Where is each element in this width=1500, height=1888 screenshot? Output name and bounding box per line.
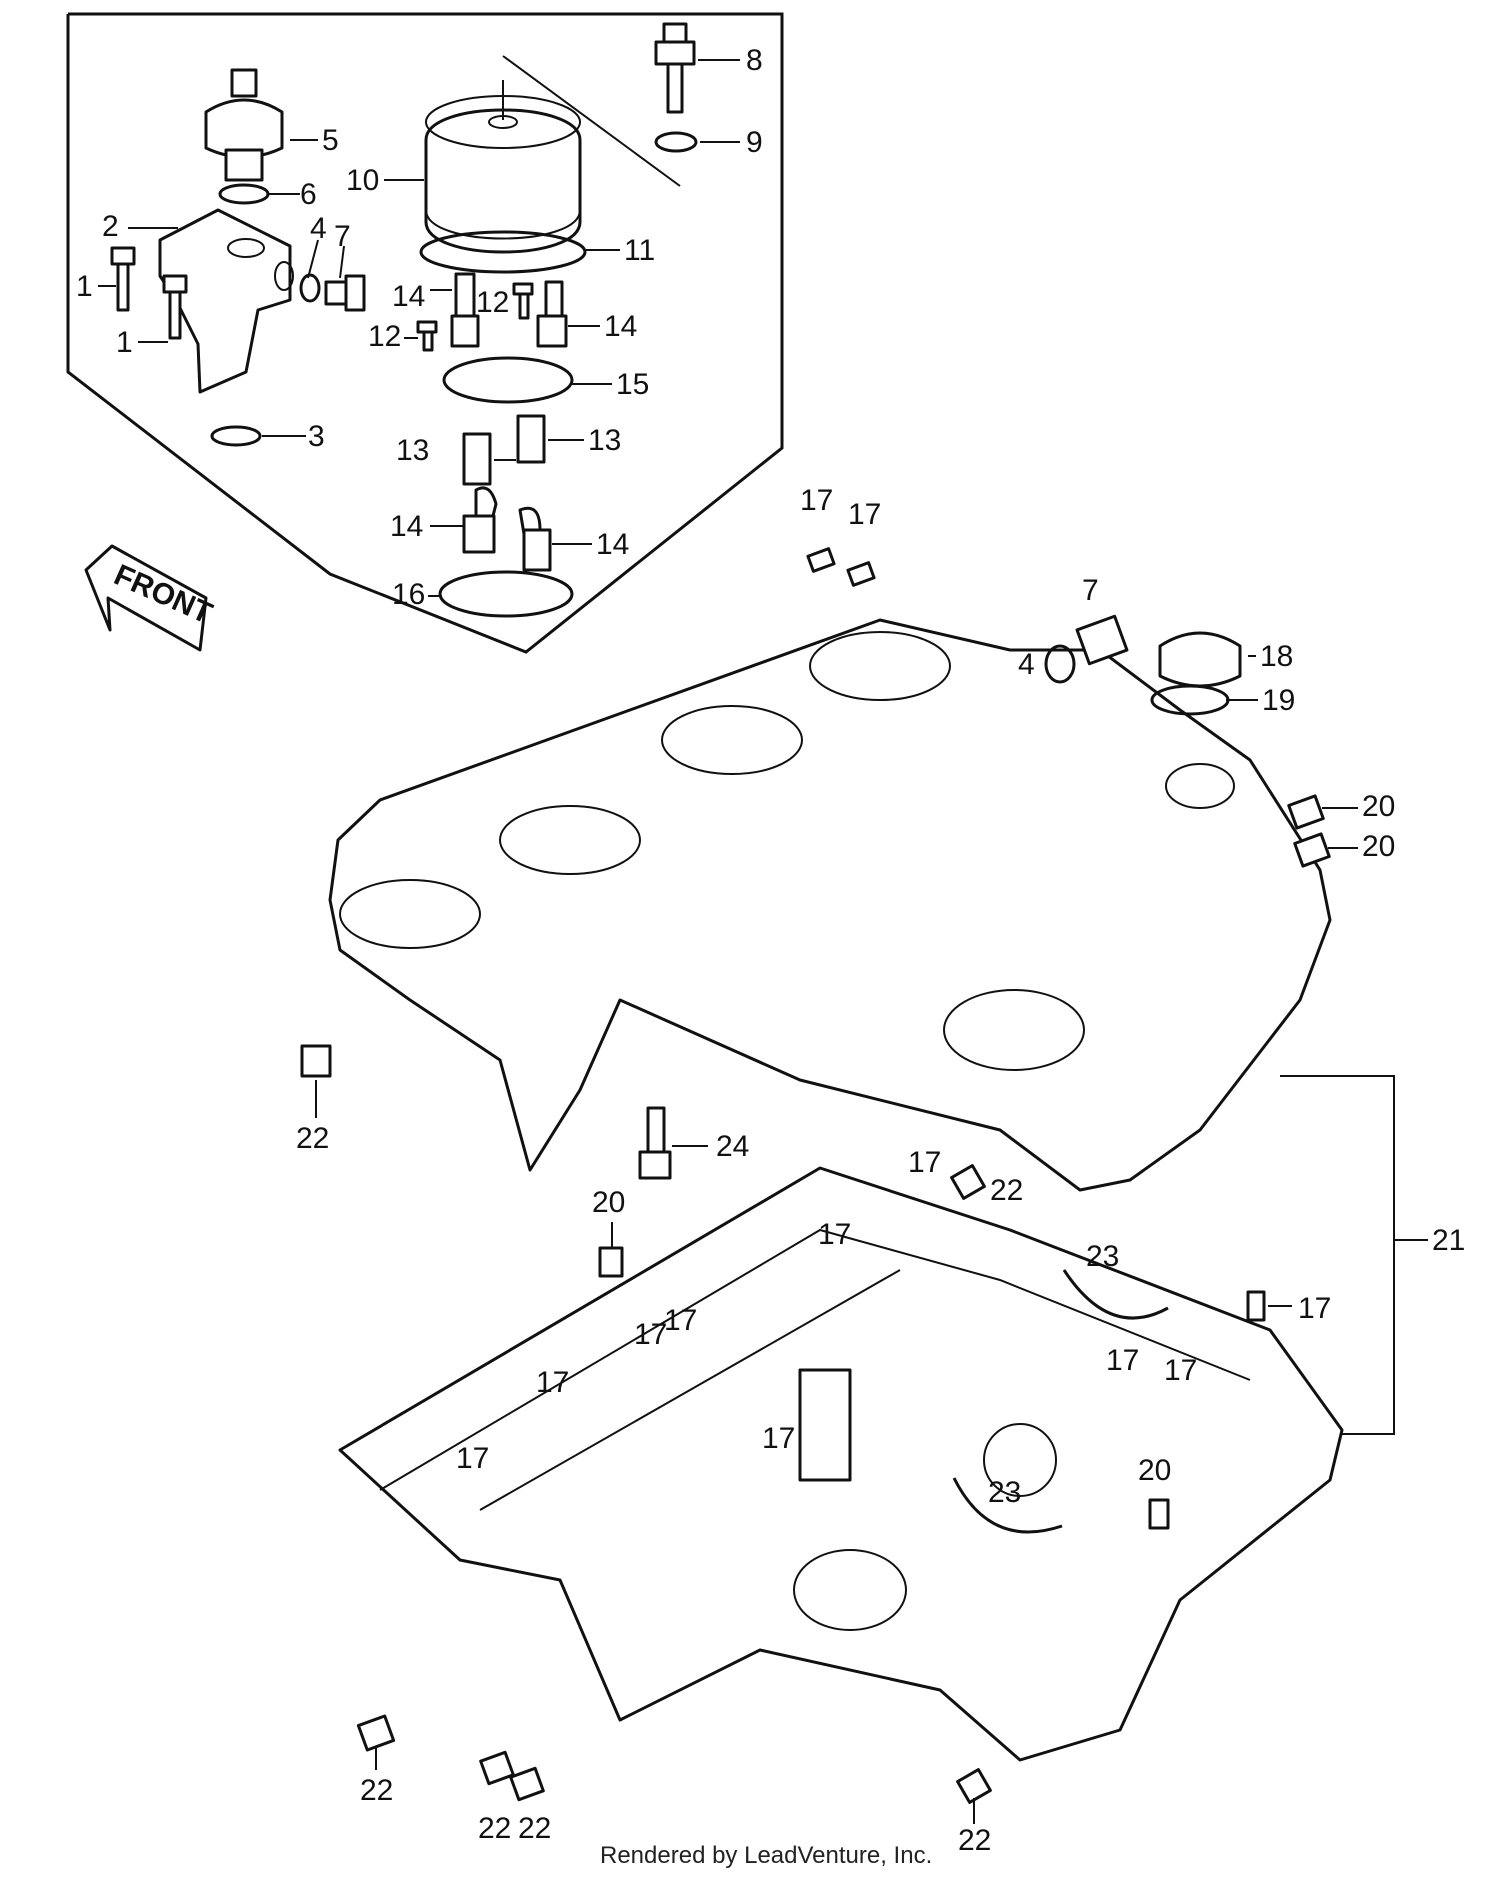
part-1-bolt-upper bbox=[110, 246, 136, 312]
callout-17: 17 bbox=[1106, 1344, 1139, 1377]
part-4-gasket bbox=[299, 273, 321, 303]
callout-16: 16 bbox=[392, 578, 425, 611]
callout-17: 17 bbox=[908, 1146, 941, 1179]
callout-17: 17 bbox=[456, 1442, 489, 1475]
part-23-bearing-upper bbox=[1062, 1269, 1169, 1320]
callout-17: 17 bbox=[664, 1304, 697, 1337]
callout-7: 7 bbox=[1082, 574, 1099, 607]
callout-4: 4 bbox=[310, 212, 327, 245]
part-23-bearing-lower bbox=[952, 1477, 1063, 1534]
part-13-pipe-left bbox=[462, 432, 492, 486]
part-12-screw-lower bbox=[416, 320, 438, 352]
callout-22: 22 bbox=[478, 1812, 511, 1845]
callout-20: 20 bbox=[1362, 830, 1395, 863]
part-10-oil-filter bbox=[424, 95, 582, 254]
callout-14: 14 bbox=[604, 310, 637, 343]
callout-3: 3 bbox=[308, 420, 325, 453]
part-8-bleed-bolt bbox=[654, 22, 696, 114]
part-11-o-ring bbox=[419, 230, 587, 274]
part-21-bracket bbox=[1280, 1075, 1395, 1435]
oil-filter-inset bbox=[66, 12, 784, 654]
callout-8: 8 bbox=[746, 44, 763, 77]
callout-13: 13 bbox=[588, 424, 621, 457]
callout-12: 12 bbox=[476, 286, 509, 319]
callout-23: 23 bbox=[1086, 1240, 1119, 1273]
callout-1: 1 bbox=[76, 270, 93, 303]
callout-20: 20 bbox=[592, 1186, 625, 1219]
part-14-fitting-lower-left bbox=[462, 486, 498, 554]
callout-10: 10 bbox=[346, 164, 379, 197]
callout-22: 22 bbox=[296, 1122, 329, 1155]
callout-17: 17 bbox=[818, 1218, 851, 1251]
callout-22: 22 bbox=[360, 1774, 393, 1807]
callout-14: 14 bbox=[596, 528, 629, 561]
callout-14: 14 bbox=[392, 280, 425, 313]
callout-17: 17 bbox=[1298, 1292, 1331, 1325]
lower-crankcase bbox=[338, 1166, 1344, 1762]
part-7-plug bbox=[324, 274, 366, 312]
leader-lines bbox=[98, 59, 1428, 1824]
callout-17: 17 bbox=[634, 1318, 667, 1351]
callout-20: 20 bbox=[1362, 790, 1395, 823]
part-9-o-ring bbox=[654, 131, 698, 153]
callout-15: 15 bbox=[616, 368, 649, 401]
callout-13: 13 bbox=[396, 434, 429, 467]
callout-12: 12 bbox=[368, 320, 401, 353]
part-14-fitting-upper-right bbox=[536, 280, 568, 348]
callout-17: 17 bbox=[762, 1422, 795, 1455]
callout-17: 17 bbox=[536, 1366, 569, 1399]
callout-22: 22 bbox=[518, 1812, 551, 1845]
callout-22: 22 bbox=[958, 1824, 991, 1857]
callout-19: 19 bbox=[1262, 684, 1295, 717]
callout-labels: 1 1 2 3 4 5 6 7 8 9 10 11 12 12 13 13 14… bbox=[76, 44, 1465, 1857]
callout-17: 17 bbox=[848, 498, 881, 531]
part-13-pipe-right bbox=[516, 414, 546, 464]
callout-11: 11 bbox=[624, 234, 655, 267]
callout-9: 9 bbox=[746, 126, 763, 159]
callout-14: 14 bbox=[390, 510, 423, 543]
callout-22: 22 bbox=[990, 1174, 1023, 1207]
callout-18: 18 bbox=[1260, 640, 1293, 673]
callout-4: 4 bbox=[1018, 648, 1035, 681]
front-arrow: FRONT bbox=[84, 544, 217, 652]
part-1-bolt-lower bbox=[162, 274, 188, 340]
callout-24: 24 bbox=[716, 1130, 749, 1163]
callout-7: 7 bbox=[334, 220, 351, 253]
render-credit: Rendered by LeadVenture, Inc. bbox=[600, 1842, 933, 1869]
callout-1: 1 bbox=[116, 326, 133, 359]
upper-crankcase bbox=[328, 618, 1332, 1192]
loose-parts bbox=[300, 547, 1331, 1804]
part-5-oil-pressure-switch bbox=[204, 68, 284, 182]
callout-20: 20 bbox=[1138, 1454, 1171, 1487]
part-14-fitting-upper-left bbox=[450, 272, 480, 348]
callout-23: 23 bbox=[988, 1476, 1021, 1509]
callout-5: 5 bbox=[322, 124, 339, 157]
callout-17: 17 bbox=[800, 484, 833, 517]
part-12-screw-upper bbox=[512, 282, 534, 320]
part-6-o-ring bbox=[218, 183, 270, 205]
callout-21: 21 bbox=[1432, 1224, 1465, 1257]
part-3-o-ring bbox=[210, 425, 262, 447]
part-15-plate bbox=[442, 356, 574, 404]
part-16-plate bbox=[438, 570, 574, 618]
callout-17: 17 bbox=[1164, 1354, 1197, 1387]
callout-6: 6 bbox=[300, 178, 317, 211]
part-14-fitting-lower-right bbox=[518, 506, 552, 572]
callout-2: 2 bbox=[102, 210, 119, 243]
